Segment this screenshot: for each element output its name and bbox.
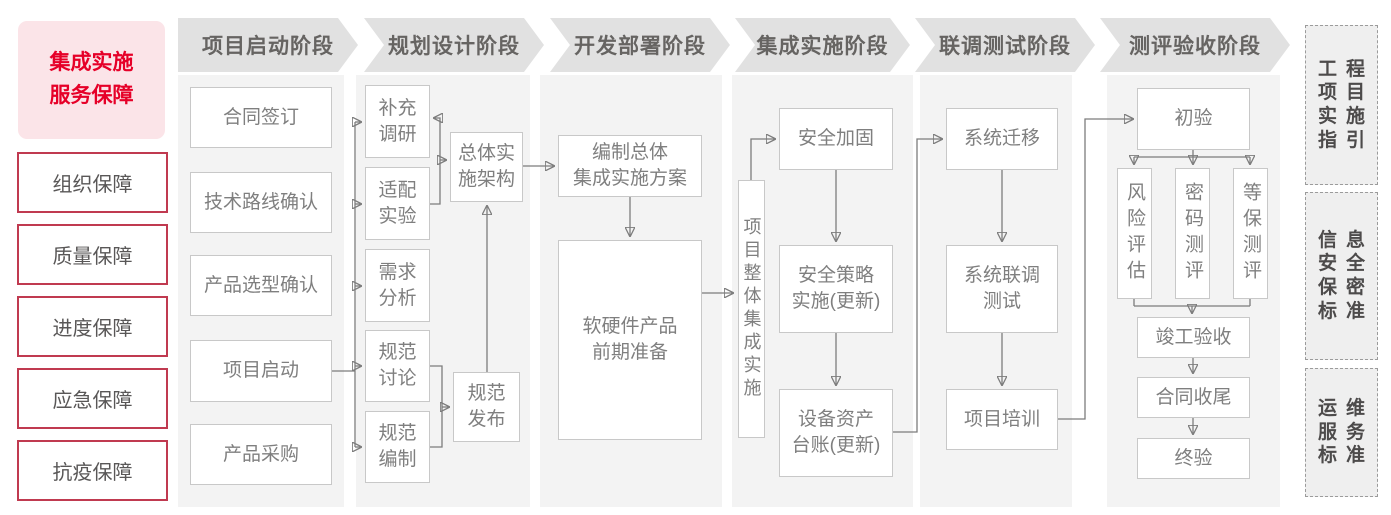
node-contract-closure: 合同收尾 [1137, 377, 1250, 418]
node-spec-discussion: 规范 讨论 [365, 330, 430, 402]
phase-header-integration-implementation: 集成实施阶段 [735, 18, 910, 72]
standard-info-security-confidentiality: 信息 安全 保密 标准 [1305, 192, 1378, 360]
node-requirement-analysis: 需求 分析 [365, 249, 430, 322]
standard-line: 实施 [1317, 106, 1374, 127]
sidebar-item-quality-guarantee: 质量保障 [17, 224, 168, 285]
sidebar-item-schedule-guarantee: 进度保障 [17, 296, 168, 357]
node-tech-route-confirmation: 技术路线确认 [190, 172, 332, 233]
standard-line: 信息 [1317, 229, 1374, 251]
node-spec-compilation: 规范 编制 [365, 411, 430, 483]
phase-header-dev-deployment: 开发部署阶段 [550, 18, 730, 72]
node-system-migration: 系统迁移 [946, 108, 1058, 170]
node-final-acceptance: 终验 [1137, 438, 1250, 479]
node-hw-sw-preparation: 软硬件产品 前期准备 [558, 240, 702, 440]
phase-header-evaluation-acceptance: 测评验收阶段 [1100, 18, 1290, 72]
node-project-kickoff: 项目启动 [190, 340, 332, 402]
node-risk-assessment: 风险评估 [1117, 168, 1152, 299]
node-completion-acceptance: 竣工验收 [1137, 317, 1250, 358]
sidebar-item-emergency-guarantee: 应急保障 [17, 368, 168, 429]
standard-line: 标准 [1317, 445, 1374, 467]
node-adaptation-experiment: 适配 实验 [365, 167, 430, 240]
sidebar-item-organization-guarantee: 组织保障 [17, 152, 168, 213]
node-contract-signing: 合同签订 [190, 87, 332, 148]
phase-header-planning-design: 规划设计阶段 [364, 18, 544, 72]
standard-line: 工程 [1317, 58, 1374, 80]
standard-line: 保密 [1317, 277, 1374, 298]
node-overall-implementation-architecture: 总体实 施架构 [450, 132, 523, 202]
node-security-hardening: 安全加固 [779, 108, 893, 170]
node-classified-protection-evaluation: 等保测评 [1233, 168, 1268, 299]
standard-line: 指引 [1317, 129, 1374, 151]
standard-line: 运维 [1317, 397, 1374, 419]
node-security-policy-implementation: 安全策略 实施(更新) [779, 245, 893, 333]
standard-line: 服务 [1317, 421, 1374, 443]
phase-header-joint-debug-test: 联调测试阶段 [915, 18, 1095, 72]
standard-line: 标准 [1317, 300, 1374, 322]
integration-service-guarantee-title: 集成实施 服务保障 [18, 21, 165, 139]
node-overall-integration-plan: 编制总体 集成实施方案 [558, 135, 702, 197]
node-initial-acceptance: 初验 [1137, 88, 1250, 150]
node-product-selection-confirmation: 产品选型确认 [190, 255, 332, 316]
standard-line: 项目 [1317, 82, 1374, 104]
node-crypto-evaluation: 密码测评 [1175, 168, 1210, 299]
node-overall-integration-implementation: 项目整体集成实施 [738, 180, 765, 438]
standard-project-implementation-guide: 工程 项目 实施 指引 [1305, 25, 1378, 185]
phase-header-project-kickoff: 项目启动阶段 [178, 18, 358, 72]
sidebar-item-anti-epidemic-guarantee: 抗疫保障 [17, 440, 168, 501]
node-spec-release: 规范 发布 [453, 372, 520, 442]
node-supplementary-research: 补充 调研 [365, 85, 430, 158]
node-product-procurement: 产品采购 [190, 424, 332, 485]
node-project-training: 项目培训 [946, 389, 1058, 450]
standard-om-service: 运维 服务 标准 [1305, 368, 1378, 497]
standard-line: 安全 [1317, 253, 1374, 275]
node-system-joint-debugging-test: 系统联调 测试 [946, 245, 1058, 333]
node-asset-ledger-update: 设备资产 台账(更新) [779, 389, 893, 477]
